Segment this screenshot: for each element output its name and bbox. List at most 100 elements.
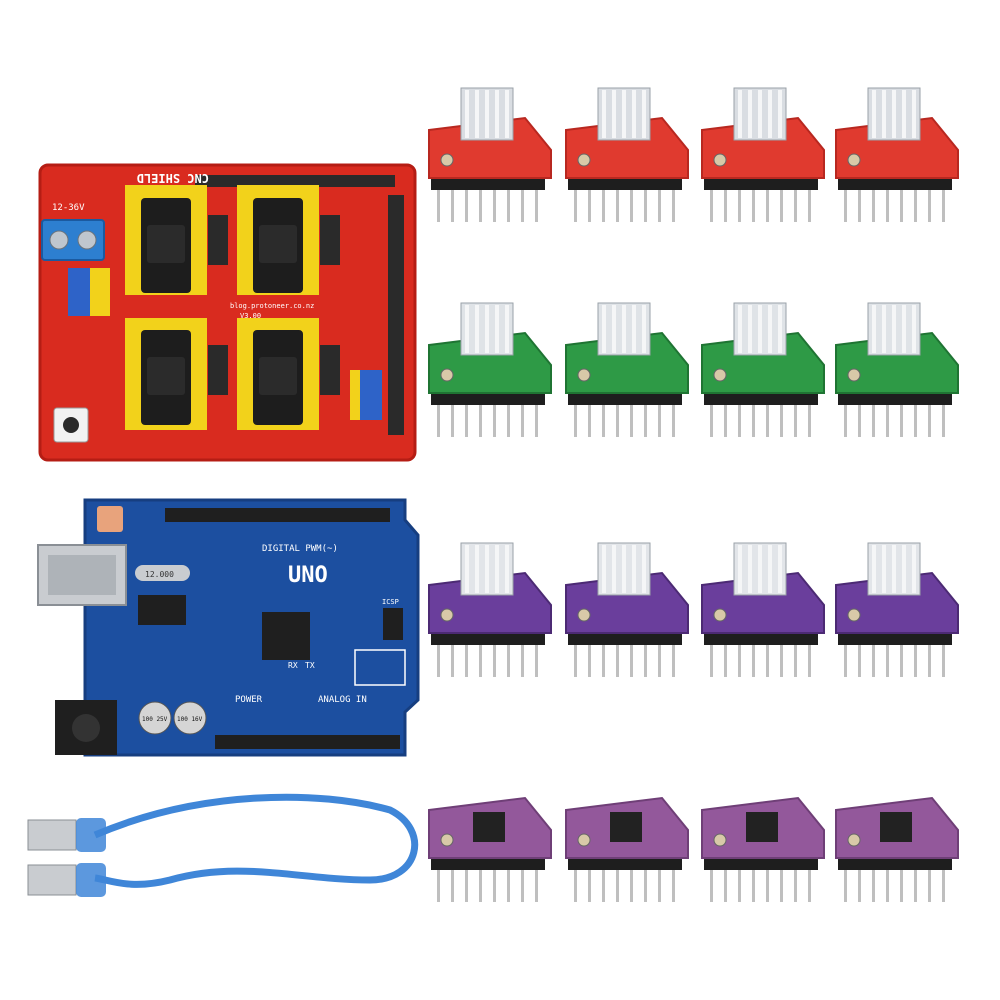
jumper-header xyxy=(320,215,340,265)
driver-pin xyxy=(858,643,861,677)
driver-header xyxy=(838,391,952,405)
heatsink-fin xyxy=(902,545,906,593)
driver-pin xyxy=(738,188,741,222)
driver-pin xyxy=(844,403,847,437)
driver-pin xyxy=(588,868,591,902)
driver-pin xyxy=(808,643,811,677)
driver-pin xyxy=(507,643,510,677)
potentiometer xyxy=(440,833,454,847)
driver-header xyxy=(704,391,818,405)
driver-pin xyxy=(602,403,605,437)
stepper-driver-drv8825-purple xyxy=(565,542,689,677)
driver-pin xyxy=(710,188,713,222)
heatsink-fin xyxy=(495,545,499,593)
driver-pin xyxy=(928,403,931,437)
driver-header xyxy=(704,176,818,190)
driver-pin xyxy=(710,868,713,902)
heatsink-fin xyxy=(882,90,886,138)
driver-pin xyxy=(521,188,524,222)
driver-pin xyxy=(724,403,727,437)
cable-wire xyxy=(93,793,419,888)
heatsink-fin xyxy=(768,90,772,138)
cnc-right-header xyxy=(388,195,404,435)
capacitor: 100 25V xyxy=(138,701,172,735)
cnc-voltage-label: 12-36V xyxy=(52,203,85,213)
driver-pin xyxy=(437,643,440,677)
reset-button xyxy=(53,407,89,443)
potentiometer xyxy=(713,833,727,847)
cnc-shield-board: CNC SHIELD 12-36V blog.protoneer.co.nz V… xyxy=(38,163,417,462)
driver-pin xyxy=(738,868,741,902)
driver-pin xyxy=(479,868,482,902)
driver-pin xyxy=(602,188,605,222)
driver-pin xyxy=(914,868,917,902)
driver-pin xyxy=(535,868,538,902)
driver-pin xyxy=(588,643,591,677)
heatsink-fin xyxy=(465,305,469,353)
driver-pin xyxy=(521,643,524,677)
potentiometer xyxy=(577,368,591,382)
driver-pin xyxy=(858,403,861,437)
driver-chip xyxy=(610,812,642,842)
stepper-driver-drv8825-purple xyxy=(835,542,959,677)
heatsink-fin xyxy=(495,90,499,138)
driver-pin xyxy=(886,643,889,677)
driver-header xyxy=(431,631,545,645)
driver-pin xyxy=(942,188,945,222)
stepper-driver-drv8825-violet-no-heatsink xyxy=(565,796,689,902)
cnc-version-label: V3.00 xyxy=(240,312,261,320)
crystal-label: 12.000 xyxy=(145,570,174,579)
uno-logo: UNO xyxy=(288,563,328,588)
potentiometer xyxy=(847,153,861,167)
heatsink-fin xyxy=(768,545,772,593)
heatsink-fin xyxy=(778,545,782,593)
potentiometer xyxy=(847,368,861,382)
driver-chip xyxy=(746,812,778,842)
driver-pin xyxy=(858,868,861,902)
stepper-driver-a4988-red xyxy=(565,87,689,222)
stepper-driver-drv8825-violet-no-heatsink xyxy=(428,796,552,902)
heatsink-fin xyxy=(912,545,916,593)
stepper-driver-a4988-green xyxy=(701,302,825,437)
driver-pin xyxy=(616,868,619,902)
driver-pin xyxy=(844,868,847,902)
heatsink-fin xyxy=(892,90,896,138)
driver-header xyxy=(568,176,682,190)
driver-pin xyxy=(574,403,577,437)
pin-grid xyxy=(354,649,406,686)
heatsink-fin xyxy=(912,305,916,353)
driver-pin xyxy=(574,643,577,677)
heatsink-fin xyxy=(622,545,626,593)
driver-pin xyxy=(766,643,769,677)
driver-pin xyxy=(574,868,577,902)
heatsink-fin xyxy=(642,305,646,353)
driver-pin xyxy=(672,403,675,437)
stepper-driver-a4988-red xyxy=(428,87,552,222)
heatsink-fin xyxy=(778,90,782,138)
driver-pin xyxy=(465,868,468,902)
driver-pin xyxy=(465,643,468,677)
icsp-header xyxy=(383,608,403,640)
cnc-top-header xyxy=(195,175,395,187)
driver-pin xyxy=(780,643,783,677)
heatsink-fin xyxy=(778,305,782,353)
heatsink-fin xyxy=(758,90,762,138)
heatsink-fin xyxy=(882,545,886,593)
stepper-drivers-grid xyxy=(428,87,959,902)
potentiometer xyxy=(577,608,591,622)
potentiometer xyxy=(713,153,727,167)
crystal xyxy=(135,565,190,581)
driver-pin xyxy=(886,403,889,437)
driver-pin xyxy=(724,643,727,677)
driver-pin xyxy=(766,868,769,902)
driver-socket-y xyxy=(237,185,319,295)
driver-pin xyxy=(808,188,811,222)
microcontroller-chip xyxy=(262,612,310,660)
power-terminal xyxy=(41,219,105,261)
driver-pin xyxy=(780,868,783,902)
driver-pin xyxy=(588,403,591,437)
usb-a-plug xyxy=(27,863,106,897)
driver-pin xyxy=(752,643,755,677)
driver-pin xyxy=(521,868,524,902)
driver-pin xyxy=(451,188,454,222)
